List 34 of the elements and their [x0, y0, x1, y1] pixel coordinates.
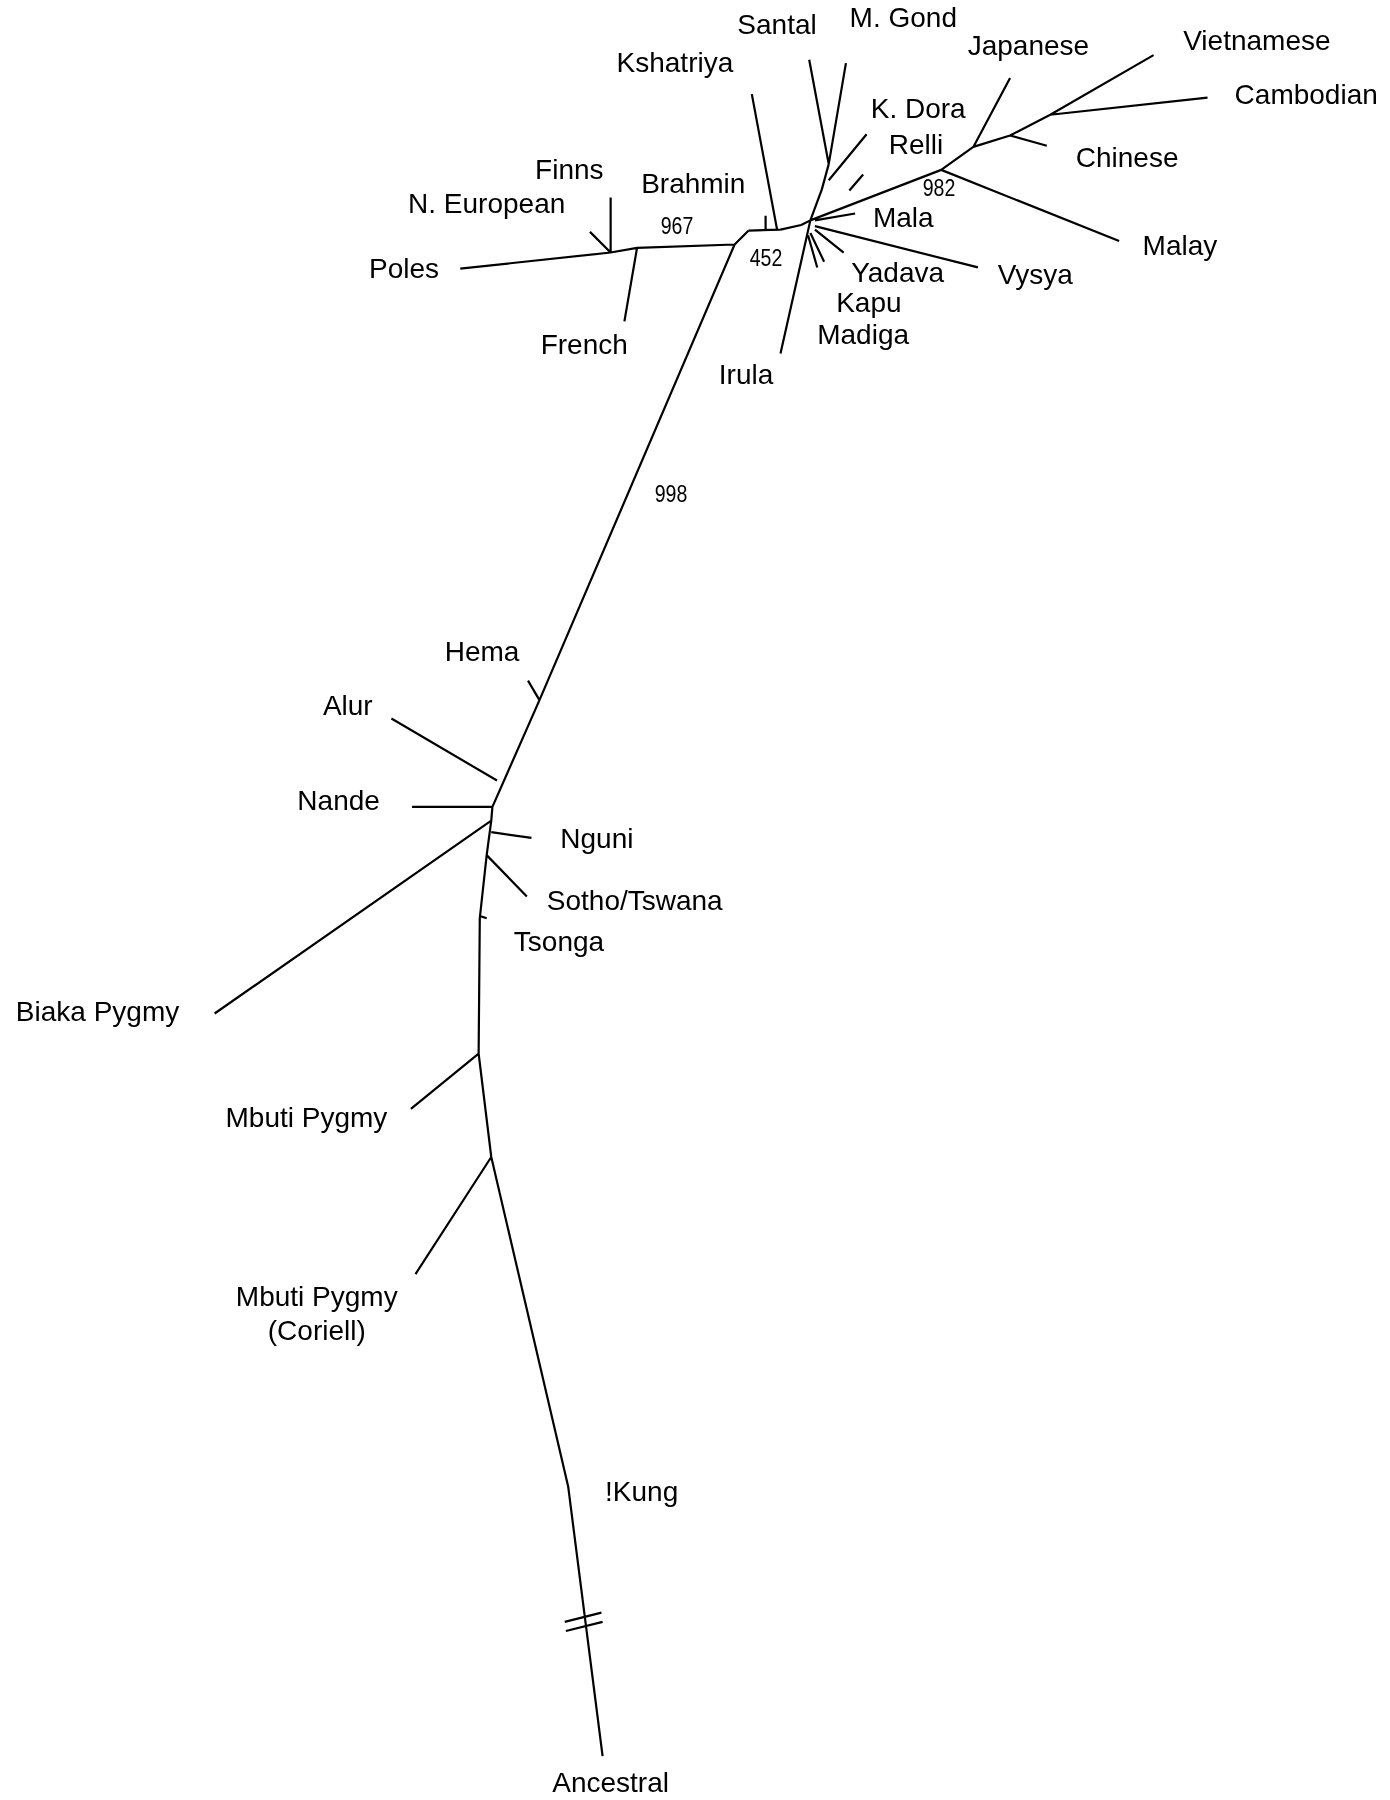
population-label: K. Dora — [870, 92, 966, 126]
population-label: Sotho/Tswana — [546, 884, 723, 918]
population-label: Brahmin — [641, 166, 746, 201]
bootstrap-value: 998 — [655, 480, 688, 509]
population-label: Mbuti Pygmy — [225, 1101, 388, 1135]
bootstrap-value: 452 — [749, 245, 782, 274]
bootstrap-value: 967 — [660, 213, 694, 242]
population-label: Mbuti Pygmy (Coriell) — [234, 1280, 399, 1348]
population-label: Ancestral — [552, 1765, 669, 1800]
population-label: Japanese — [967, 29, 1090, 63]
population-label: Tsonga — [513, 925, 605, 960]
population-label: Irula — [718, 358, 774, 393]
population-label: Poles — [369, 251, 440, 286]
population-label: Kshatriya — [616, 46, 734, 80]
population-label: Nguni — [560, 822, 634, 856]
population-label: Biaka Pygmy — [15, 995, 180, 1030]
population-label: French — [540, 328, 628, 363]
population-label: Finns — [535, 153, 604, 187]
population-label: Mala — [872, 201, 934, 235]
population-label: Chinese — [1075, 141, 1179, 176]
population-label: Nande — [297, 784, 380, 818]
population-label: Alur — [322, 689, 373, 723]
population-label: M. Gond — [849, 1, 957, 36]
population-label: Relli — [888, 127, 944, 162]
population-label: Vietnamese — [1183, 24, 1331, 59]
population-label: !Kung — [605, 1475, 679, 1509]
population-label: Malay — [1142, 228, 1218, 263]
population-label: Vysya — [997, 258, 1073, 293]
population-label: Cambodian — [1234, 78, 1378, 113]
population-label: Santal — [737, 8, 817, 43]
population-label: Hema — [444, 635, 520, 669]
population-label: N. European — [408, 187, 566, 222]
population-label: Madiga — [817, 318, 910, 352]
bootstrap-value: 982 — [922, 175, 956, 204]
